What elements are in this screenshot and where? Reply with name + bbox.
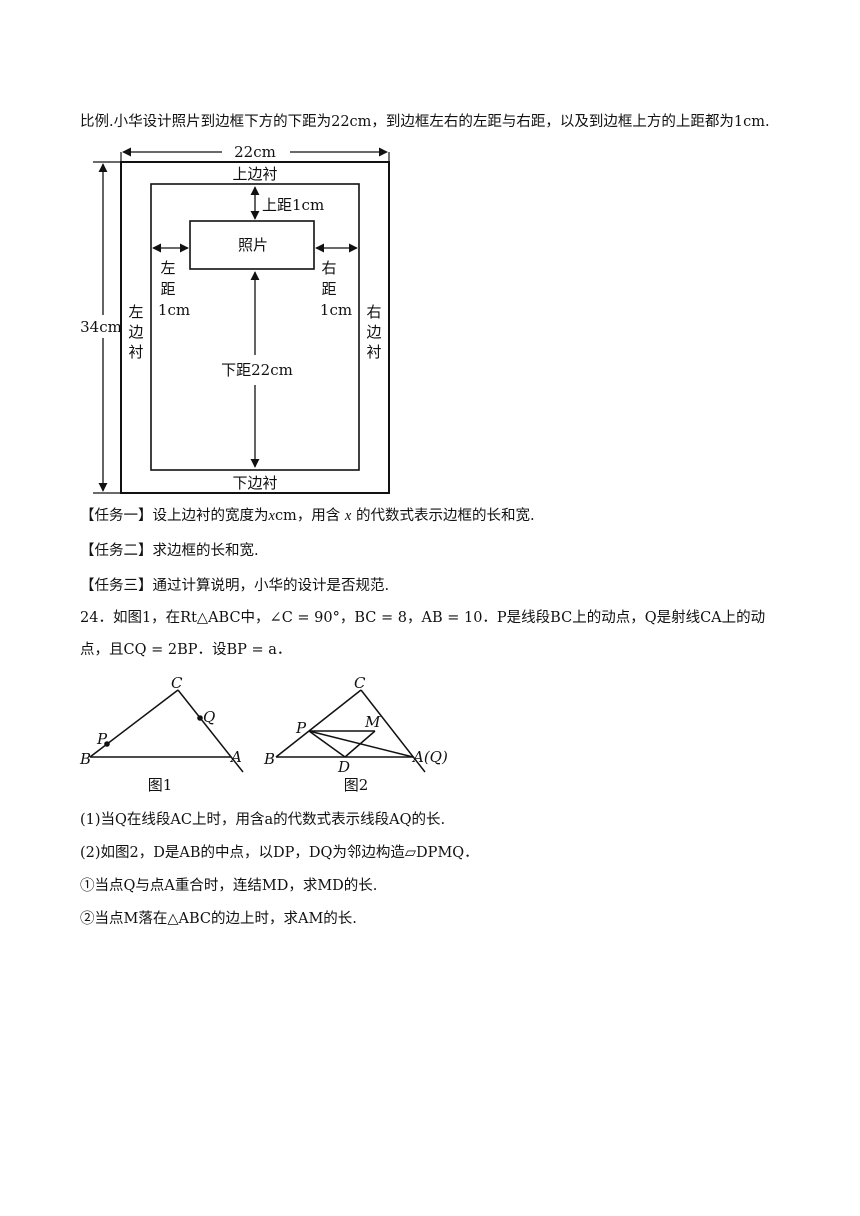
label-p-fig2: P [295,719,307,737]
label-aq-fig2: A(Q) [411,748,448,766]
right-gap-label: 右 距 1cm [320,259,352,319]
svg-text:右: 右 [321,259,336,277]
label-c-fig2: C [354,674,366,692]
photo-rect [189,220,315,270]
svg-text:距: 距 [321,280,336,298]
task-2: 【任务二】求边框的长和宽. [80,543,259,559]
q24-line-2: 点，且CQ = 2BP．设BP = a． [80,642,292,658]
svg-text:1cm: 1cm [158,301,190,319]
inner-frame [150,183,360,471]
point-q-fig1 [197,715,203,721]
label-c-fig1: C [171,674,183,692]
label-p-fig1: P [96,730,108,748]
q24-sub-2-1: ①当点Q与点A重合时，连结MD，求MD的长. [80,878,378,894]
svg-text:衬: 衬 [366,343,381,361]
bottom-gap-label: 下距22cm [221,361,293,379]
task-3-tag: 【任务三】 [80,578,153,594]
width-label: 22cm [234,143,276,161]
task-1-tag: 【任务一】 [80,508,153,524]
right-border-label: 右 边 衬 [366,303,381,361]
left-gap-label: 左 距 1cm [158,259,190,319]
point-p-fig1 [104,741,110,747]
svg-text:1cm: 1cm [320,301,352,319]
label-q-fig1: Q [203,708,215,726]
outer-frame [120,161,390,494]
svg-text:距: 距 [160,280,175,298]
q24-figures: C Q P B A 图1 C M P B D A(Q) 图2 [79,674,448,794]
photo-label: 照片 [238,236,268,254]
figure-2-caption: 图2 [344,776,369,794]
svg-text:左: 左 [160,259,175,277]
bottom-border-label: 下边衬 [232,474,277,492]
q24-sub-1: (1)当Q在线段AC上时，用含a的代数式表示线段AQ的长. [80,812,446,828]
label-b-fig2: B [263,750,275,768]
svg-text:衬: 衬 [128,343,143,361]
frame-diagram: 22cm 34cm 上边衬 下边衬 左 边 衬 右 边 衬 上距1cm 照片 左… [80,143,390,494]
task-1: 【任务一】设上边衬的宽度为xcm，用含 x 的代数式表示边框的长和宽. [80,508,535,524]
top-border-label: 上边衬 [232,165,277,183]
task-2-tag: 【任务二】 [80,543,153,559]
top-gap-label: 上距1cm [262,196,324,214]
label-a-fig1: A [229,748,242,766]
q24-sub-2-2: ②当点M落在△ABC的边上时，求AM的长. [80,911,357,927]
height-label: 34cm [80,318,122,336]
label-b-fig1: B [79,750,91,768]
label-m-fig2: M [364,713,381,731]
figure-1-caption: 图1 [148,776,173,794]
figure-2 [275,689,426,773]
label-d-fig2: D [337,758,350,776]
q24-line-1: 24．如图1，在Rt△ABC中，∠C = 90°，BC = 8，AB = 10．… [80,610,766,626]
figure-1 [89,689,244,773]
q24-sub-2: (2)如图2，D是AB的中点，以DP，DQ为邻边构造▱DPMQ． [80,845,479,861]
left-border-label: 左 边 衬 [128,303,143,361]
svg-text:左: 左 [128,303,143,321]
svg-text:边: 边 [366,323,381,341]
intro-line: 比例.小华设计照片到边框下方的下距为22cm，到边框左右的左距与右距，以及到边框… [80,114,770,130]
task-3: 【任务三】通过计算说明，小华的设计是否规范. [80,578,390,594]
svg-text:边: 边 [128,323,143,341]
svg-text:右: 右 [366,303,381,321]
